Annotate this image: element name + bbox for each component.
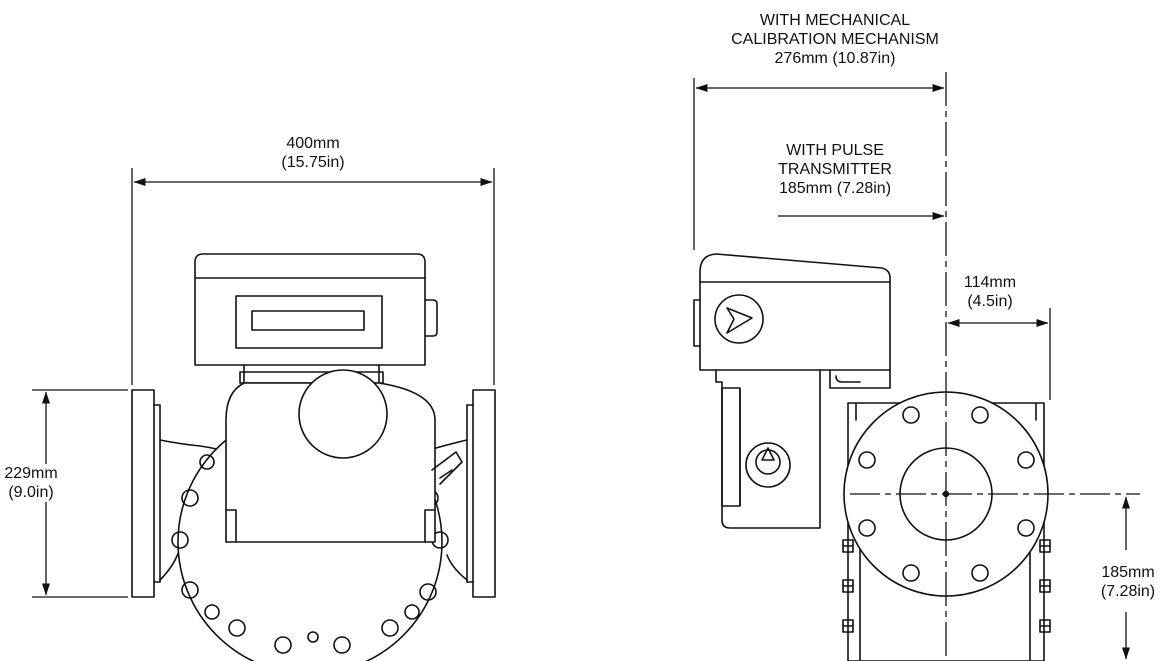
mechanical-calibration-line1: WITH MECHANICAL <box>759 12 911 29</box>
front-left-flange <box>132 390 160 597</box>
pulse-transmitter-value: 185mm (7.28in) <box>778 180 892 197</box>
side-offset-in: (4.5in) <box>967 293 1013 310</box>
dim-overall-width <box>132 168 494 385</box>
front-register-box <box>195 254 437 365</box>
side-view <box>694 254 1050 661</box>
pulse-transmitter-label: WITH PULSE TRANSMITTER 185mm (7.28in) <box>760 141 910 198</box>
front-view <box>132 254 495 661</box>
flange-height-mm: 229mm <box>4 465 58 482</box>
centerline-height-label: 185mm (7.28in) <box>1092 563 1164 601</box>
mechanical-calibration-line2: CALIBRATION MECHANISM <box>731 31 939 48</box>
pulse-transmitter-line1: WITH PULSE <box>786 142 884 159</box>
overall-width-label: 400mm (15.75in) <box>263 134 363 172</box>
flange-height-label: 229mm (9.0in) <box>0 464 62 502</box>
overall-width-in: (15.75in) <box>281 154 345 171</box>
centerline-height-mm: 185mm <box>1101 564 1155 581</box>
mechanical-calibration-value: 276mm (10.87in) <box>774 50 896 67</box>
side-offset-mm: 114mm <box>963 274 1017 291</box>
front-right-flange <box>467 390 495 597</box>
front-housing <box>226 370 462 542</box>
mechanical-calibration-label: WITH MECHANICAL CALIBRATION MECHANISM 27… <box>720 11 950 68</box>
side-housing <box>716 370 820 528</box>
side-offset-label: 114mm (4.5in) <box>955 273 1025 311</box>
flange-height-in: (9.0in) <box>8 484 54 501</box>
dim-mechanical-calibration <box>694 78 945 250</box>
side-register-head <box>694 254 890 388</box>
dim-side-offset <box>947 308 1050 400</box>
centerline-height-in: (7.28in) <box>1100 583 1156 600</box>
overall-width-mm: 400mm <box>286 135 340 152</box>
pulse-transmitter-line2: TRANSMITTER <box>778 161 892 178</box>
